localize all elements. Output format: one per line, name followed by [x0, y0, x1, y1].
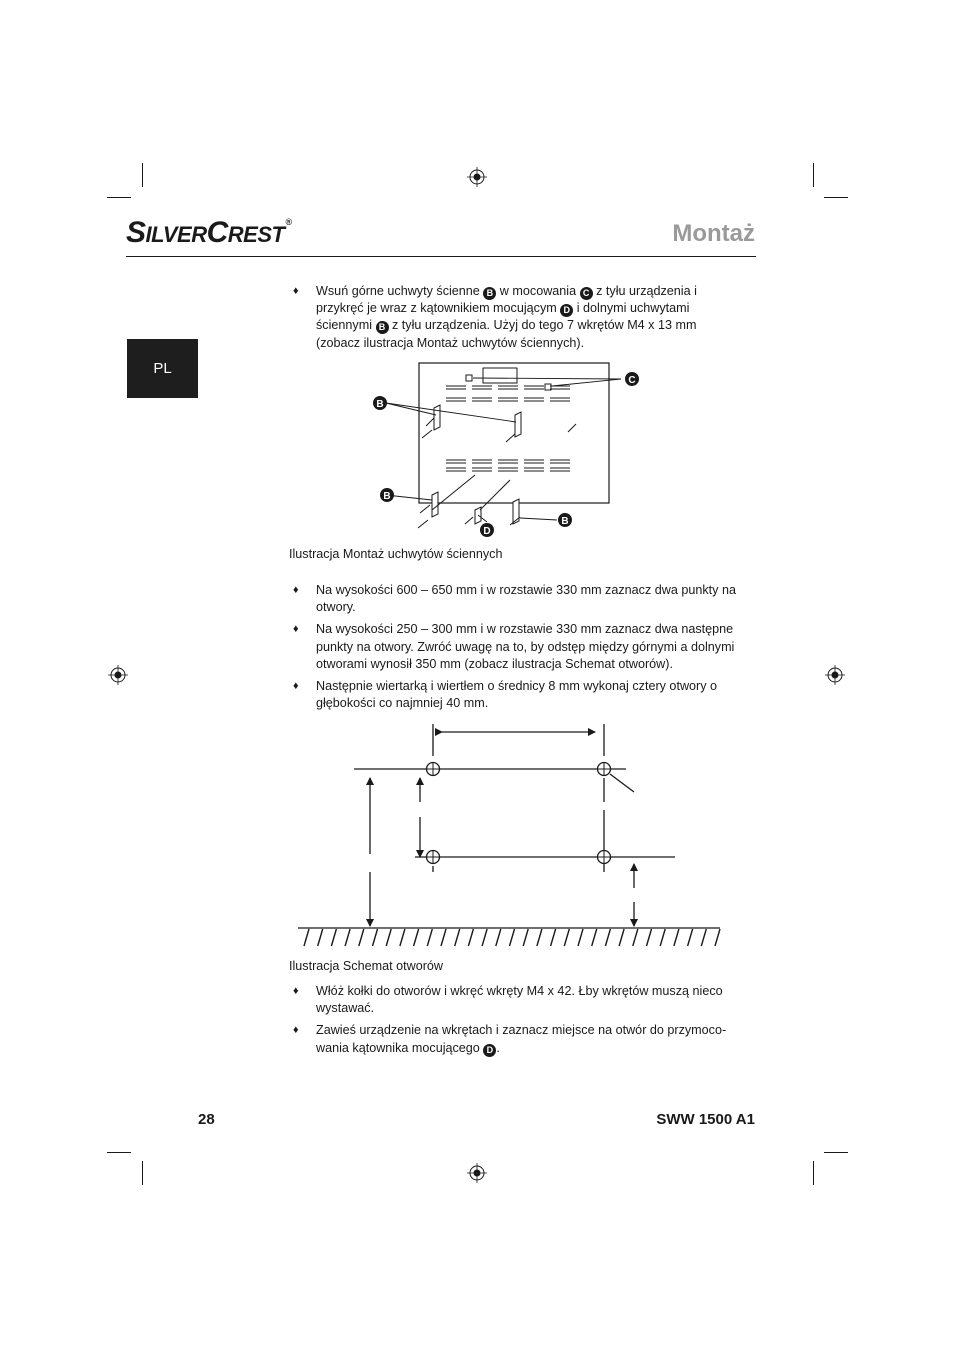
floor-hatch-mark: [358, 928, 365, 947]
section-title: Montaż: [672, 220, 755, 247]
bullet-diamond-icon: ♦: [293, 584, 299, 596]
floor-hatch-mark: [467, 928, 475, 947]
floor-hatch-mark: [481, 928, 488, 947]
bullet-text: Następnie wiertarką i wiertłem o średnic…: [316, 679, 718, 711]
floor-hatch-mark: [317, 928, 324, 947]
list-item: ♦ Na wysokości 250 – 300 mm i w rozstawie…: [289, 621, 741, 673]
list-item: ♦ Wsuń górne uchwyty ścienne B w mocowani…: [289, 283, 741, 352]
list-item: ♦ Następnie wiertarką i wiertłem o średni…: [289, 678, 741, 712]
instructions-bottom: ♦ Włóż kołki do otworów i wkręć wkręty M4…: [289, 983, 741, 1062]
floor-hatch-mark: [549, 928, 557, 947]
crop-mark: [813, 163, 814, 187]
figure-caption: Ilustracja Montaż uchwytów ściennych: [289, 547, 503, 561]
bullet-text: z tyłu urządzenia i przykręć je wraz z k…: [316, 284, 697, 316]
floor-hatch-mark: [700, 928, 707, 947]
bullet-text: i dolnymi uchwytami ściennymi: [316, 301, 690, 333]
wall-bracket-mounting-figure: B C B D B: [373, 362, 639, 537]
registration-mark-icon: [108, 665, 128, 685]
floor-hatch-mark: [399, 928, 406, 947]
list-item: ♦ Na wysokości 600 – 650 mm i w rozstawie…: [289, 582, 741, 616]
bullet-text: .: [496, 1040, 500, 1055]
floor-hatch-mark: [454, 928, 461, 947]
bullet-text: Włóż kołki do otworów i wkręć wkręty M4 …: [316, 984, 723, 1016]
floor-hatch-mark: [686, 928, 694, 947]
crop-mark: [824, 197, 848, 198]
bullet-text: Wsuń górne uchwyty ścienne: [316, 284, 484, 298]
floor-hatch-mark: [330, 928, 338, 947]
list-item: ♦ Zawieś urządzenie na wkrętach i zaznacz…: [289, 1022, 741, 1057]
label-b: B: [376, 399, 383, 410]
reference-label-icon: D: [560, 304, 574, 318]
bullet-diamond-icon: ♦: [293, 1024, 299, 1037]
registration-mark-icon: [825, 665, 845, 685]
list-item: ♦ Włóż kołki do otworów i wkręć wkręty M4…: [289, 983, 741, 1017]
brand-logo: SILVERCREST®: [126, 216, 292, 249]
bullet-text: w mocowania: [496, 284, 580, 298]
reference-label-icon: B: [375, 321, 389, 335]
figure-caption: Ilustracja Schemat otworów: [289, 959, 443, 973]
reference-label-icon: C: [579, 287, 593, 300]
floor-hatch-mark: [508, 928, 516, 947]
floor-hatch-mark: [344, 928, 351, 947]
instructions-top: ♦ Wsuń górne uchwyty ścienne B w mocowani…: [289, 283, 741, 357]
floor-hatch-mark: [604, 928, 612, 947]
page-number: 28: [198, 1111, 215, 1128]
label-b: B: [561, 516, 568, 527]
crop-mark: [813, 1161, 814, 1185]
bullet-text: z tyłu urządzenia. Użyj do tego 7 wkrętó…: [316, 318, 697, 350]
instructions-middle: ♦ Na wysokości 600 – 650 mm i w rozstawie…: [289, 582, 741, 717]
floor-hatch-mark: [522, 928, 529, 947]
bullet-text: Na wysokości 600 – 650 mm i w rozstawie …: [316, 583, 736, 615]
reference-label-icon: B: [483, 287, 497, 300]
crop-mark: [107, 197, 131, 198]
floor-hatch-mark: [632, 928, 639, 947]
bullet-diamond-icon: ♦: [293, 985, 299, 997]
bullet-text: Zawieś urządzenie na wkrętach i zaznacz …: [316, 1023, 727, 1055]
language-tab: PL: [127, 339, 198, 398]
floor-hatch-mark: [495, 928, 502, 947]
crop-mark: [142, 1161, 143, 1185]
bullet-diamond-icon: ♦: [293, 285, 299, 297]
crop-mark: [107, 1152, 131, 1153]
floor-hatch-mark: [591, 928, 598, 947]
header-rule: [126, 256, 756, 257]
floor-hatch-mark: [303, 928, 310, 947]
floor-hatch-mark: [577, 928, 584, 947]
crop-mark: [142, 163, 143, 187]
reference-label-icon: D: [483, 1043, 497, 1057]
floor-hatch-mark: [440, 928, 447, 947]
crop-mark: [824, 1152, 848, 1153]
model-number: SWW 1500 A1: [656, 1111, 755, 1128]
floor-hatch-mark: [536, 928, 543, 947]
bullet-diamond-icon: ♦: [293, 680, 299, 693]
label-c: C: [628, 375, 635, 386]
floor-hatch-mark: [371, 928, 379, 947]
bullet-text: Na wysokości 250 – 300 mm i w rozstawie …: [316, 622, 735, 671]
floor-hatch-mark: [563, 928, 570, 947]
registration-mark-icon: [467, 1163, 487, 1183]
floor-hatch-mark: [385, 928, 392, 947]
label-d: D: [483, 526, 490, 537]
floor-hatch-mark: [618, 928, 625, 947]
floor-hatch-mark: [645, 928, 653, 947]
floor-hatch-mark: [673, 928, 680, 947]
bullet-diamond-icon: ♦: [293, 623, 299, 636]
floor-hatch-mark: [412, 928, 420, 947]
floor-hatch-mark: [426, 928, 433, 947]
floor-hatch-mark: [659, 928, 666, 947]
floor-hatch-mark: [714, 928, 721, 947]
drilling-scheme-figure: [298, 724, 721, 947]
registration-mark-icon: [467, 167, 487, 187]
label-b: B: [383, 491, 390, 502]
